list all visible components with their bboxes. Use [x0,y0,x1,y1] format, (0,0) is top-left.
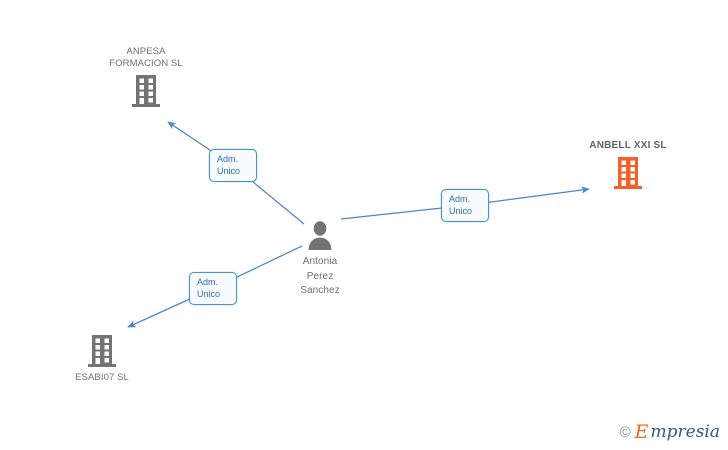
node-label-anpesa-formacion-sl: ANPESA FORMACION SL [109,46,183,69]
node-label-anbell-xxi-sl: ANBELL XXI SL [589,140,667,151]
node-label-antonia-perez-sanchez: Antonia Perez Sanchez [300,256,340,296]
relation-label-edge-antonia-to-anpesa[interactable]: Adm. Unico [209,149,257,182]
building-icon [88,335,116,367]
brand-name: mpresia [650,422,721,442]
node-esabi07-sl[interactable]: ESABI07 SL [32,334,172,384]
node-label-esabi07-sl: ESABI07 SL [75,372,129,383]
node-anpesa-formacion-sl[interactable]: ANPESA FORMACION SL [76,46,216,108]
building-icon [132,75,160,107]
node-antonia-perez-sanchez[interactable]: Antonia Perez Sanchez [250,219,390,299]
node-anbell-xxi-sl[interactable]: ANBELL XXI SL [558,140,698,190]
copyright-icon: © [619,424,631,441]
person-icon [308,221,332,250]
empresia-watermark: © E mpresia [620,423,720,442]
brand-initial: E [634,421,649,443]
relation-label-edge-antonia-to-anbell[interactable]: Adm. Unico [441,189,489,222]
building-icon [614,157,642,189]
relation-label-edge-antonia-to-esabi07[interactable]: Adm. Unico [189,272,237,305]
